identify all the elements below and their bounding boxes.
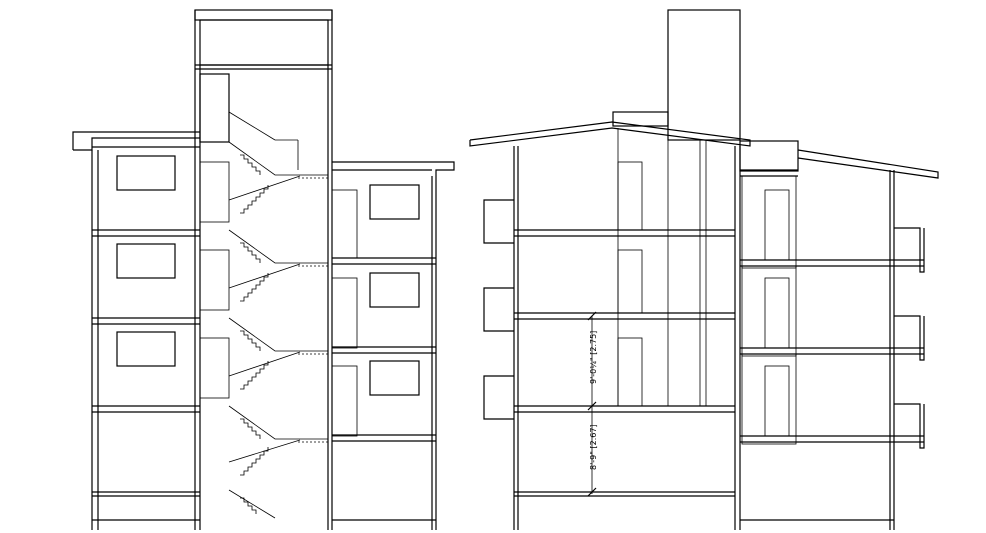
left-room-windows <box>116 155 420 437</box>
vertical-dimension: 9'-0¼" [2.75] 8'-9" [2.67] <box>587 311 598 497</box>
right-balconies <box>894 227 925 449</box>
stair-headroom <box>194 9 333 530</box>
right-tower <box>612 9 741 141</box>
right-building-section: 9'-0¼" [2.75] 8'-9" [2.67] <box>469 9 939 530</box>
left-section-right-parapet <box>332 161 455 530</box>
dimension-label-upper: 9'-0¼" [2.75] <box>589 331 598 384</box>
left-building-section <box>72 9 455 530</box>
staircase <box>199 141 328 519</box>
dimension-label-lower: 8'-9" [2.67] <box>589 424 598 470</box>
left-floor-slabs <box>92 146 436 521</box>
right-floor-slabs <box>514 169 924 521</box>
right-openings <box>617 161 797 445</box>
left-balconies <box>483 199 514 420</box>
left-parapet <box>72 131 200 530</box>
right-walls <box>513 128 895 530</box>
pitched-roof <box>469 121 939 179</box>
